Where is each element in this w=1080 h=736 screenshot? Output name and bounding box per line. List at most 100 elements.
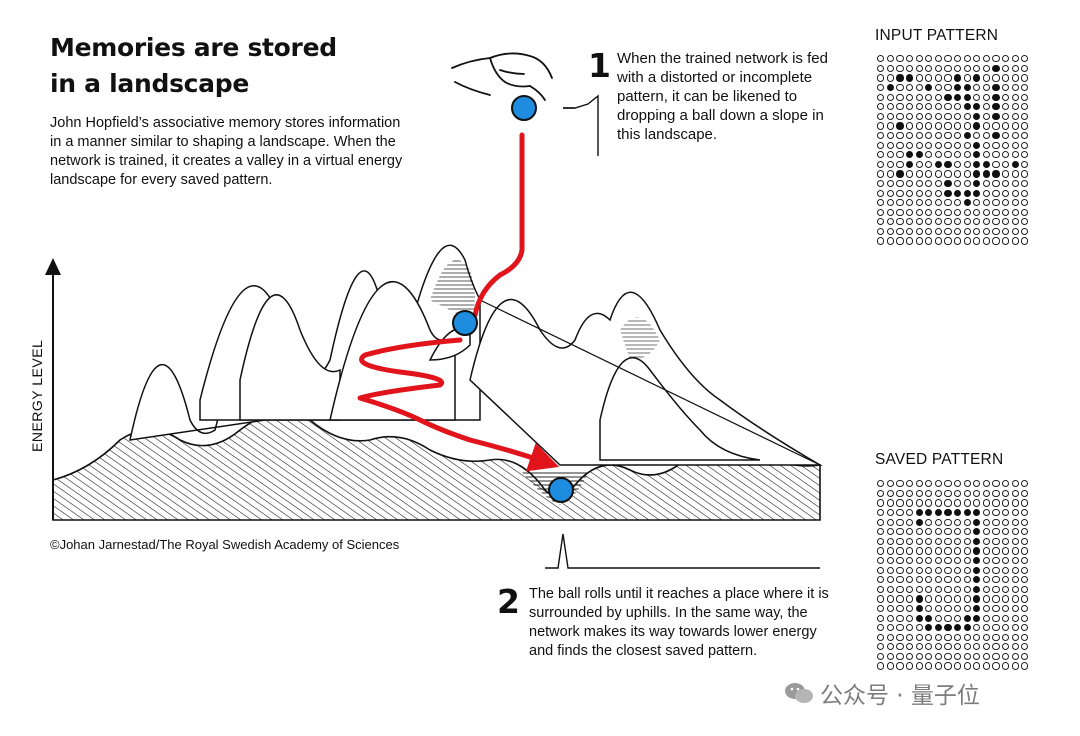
pattern-cell-empty (934, 480, 942, 488)
pattern-cell-empty (953, 652, 962, 661)
pattern-cell-empty (915, 556, 923, 565)
pattern-cell-empty (953, 55, 962, 63)
pattern-cell-empty (982, 652, 990, 661)
pattern-cell-empty (1021, 614, 1029, 622)
pattern-cell-empty (915, 480, 923, 488)
pattern-cell-empty (973, 131, 981, 140)
pattern-cell-empty (905, 83, 914, 92)
pattern-cell-empty (934, 218, 942, 226)
pattern-cell-empty (877, 151, 885, 159)
pattern-cell-empty (944, 518, 952, 526)
pattern-cell-empty (925, 585, 933, 593)
pattern-cell-empty (896, 576, 904, 584)
pattern-cell-empty (1001, 189, 1010, 197)
pattern-cell-filled (886, 83, 894, 92)
pattern-cell-empty (963, 237, 971, 245)
pattern-cell-empty (963, 604, 971, 613)
pattern-cell-empty (1011, 227, 1019, 236)
pattern-cell-empty (1021, 576, 1029, 584)
pattern-cell-empty (963, 218, 971, 226)
pattern-cell-empty (915, 208, 923, 216)
pattern-cell-empty (1021, 170, 1029, 178)
pattern-cell-filled (973, 566, 981, 574)
pattern-cell-empty (1021, 64, 1029, 72)
page-title: Memories are stored in a landscape (50, 30, 380, 102)
pattern-cell-filled (982, 160, 990, 168)
pattern-cell-empty (1021, 508, 1029, 517)
pattern-cell-empty (963, 499, 971, 507)
pattern-cell-empty (905, 566, 914, 574)
pattern-cell-empty (886, 528, 894, 536)
pattern-cell-empty (915, 489, 923, 497)
pattern-cell-empty (1001, 508, 1010, 517)
pattern-cell-empty (973, 643, 981, 651)
pattern-cell-empty (982, 595, 990, 603)
pattern-cell-empty (1001, 480, 1010, 488)
pattern-cell-empty (963, 74, 971, 82)
energy-axis-label: ENERGY LEVEL (29, 340, 45, 452)
pattern-cell-empty (1011, 547, 1019, 555)
pattern-cell-empty (896, 585, 904, 593)
pattern-cell-empty (982, 643, 990, 651)
pattern-cell-empty (877, 55, 885, 63)
pattern-cell-empty (982, 537, 990, 545)
pattern-cell-empty (905, 508, 914, 517)
step1-number: 1 (588, 46, 611, 85)
hand-illustration (451, 52, 553, 101)
pattern-cell-empty (1001, 93, 1010, 101)
pattern-cell-empty (992, 179, 1000, 188)
pattern-cell-empty (925, 170, 933, 178)
pattern-cell-filled (944, 160, 952, 168)
pattern-cell-empty (877, 643, 885, 651)
pattern-cell-empty (992, 604, 1000, 613)
pattern-cell-empty (944, 218, 952, 226)
pattern-cell-empty (992, 585, 1000, 593)
pattern-cell-empty (1021, 103, 1029, 111)
ball-bottom (548, 477, 574, 503)
pattern-cell-empty (877, 227, 885, 236)
pattern-cell-empty (915, 652, 923, 661)
pattern-cell-empty (886, 179, 894, 188)
pattern-cell-empty (925, 189, 933, 197)
pattern-cell-filled (905, 74, 914, 82)
pattern-cell-empty (1011, 595, 1019, 603)
pattern-cell-empty (1001, 55, 1010, 63)
pattern-cell-empty (886, 576, 894, 584)
pattern-cell-empty (934, 662, 942, 670)
ball-top (511, 95, 537, 121)
pattern-cell-empty (982, 112, 990, 120)
pattern-cell-empty (963, 556, 971, 565)
pattern-cell-empty (905, 93, 914, 101)
pattern-cell-empty (992, 652, 1000, 661)
pattern-cell-empty (944, 237, 952, 245)
pattern-cell-empty (1021, 518, 1029, 526)
pattern-cell-empty (1011, 518, 1019, 526)
pattern-cell-empty (944, 199, 952, 207)
pattern-cell-empty (925, 151, 933, 159)
pattern-cell-empty (1001, 227, 1010, 236)
pattern-cell-empty (1001, 237, 1010, 245)
pattern-cell-empty (886, 131, 894, 140)
pattern-cell-empty (1011, 83, 1019, 92)
pattern-cell-empty (886, 141, 894, 149)
pattern-cell-empty (915, 566, 923, 574)
pattern-cell-empty (925, 528, 933, 536)
pattern-cell-filled (944, 93, 952, 101)
pattern-cell-empty (925, 218, 933, 226)
pattern-cell-empty (886, 237, 894, 245)
pattern-cell-filled (963, 199, 971, 207)
pattern-cell-filled (992, 131, 1000, 140)
pattern-cell-empty (1001, 585, 1010, 593)
pattern-cell-empty (1021, 489, 1029, 497)
pattern-cell-empty (877, 614, 885, 622)
pattern-cell-empty (905, 103, 914, 111)
pattern-cell-empty (1021, 93, 1029, 101)
pattern-cell-empty (1011, 237, 1019, 245)
pattern-cell-filled (973, 151, 981, 159)
pattern-cell-empty (953, 585, 962, 593)
pattern-cell-filled (925, 614, 933, 622)
pattern-cell-empty (886, 227, 894, 236)
pattern-cell-empty (973, 208, 981, 216)
pattern-cell-filled (963, 614, 971, 622)
pattern-cell-empty (1021, 218, 1029, 226)
